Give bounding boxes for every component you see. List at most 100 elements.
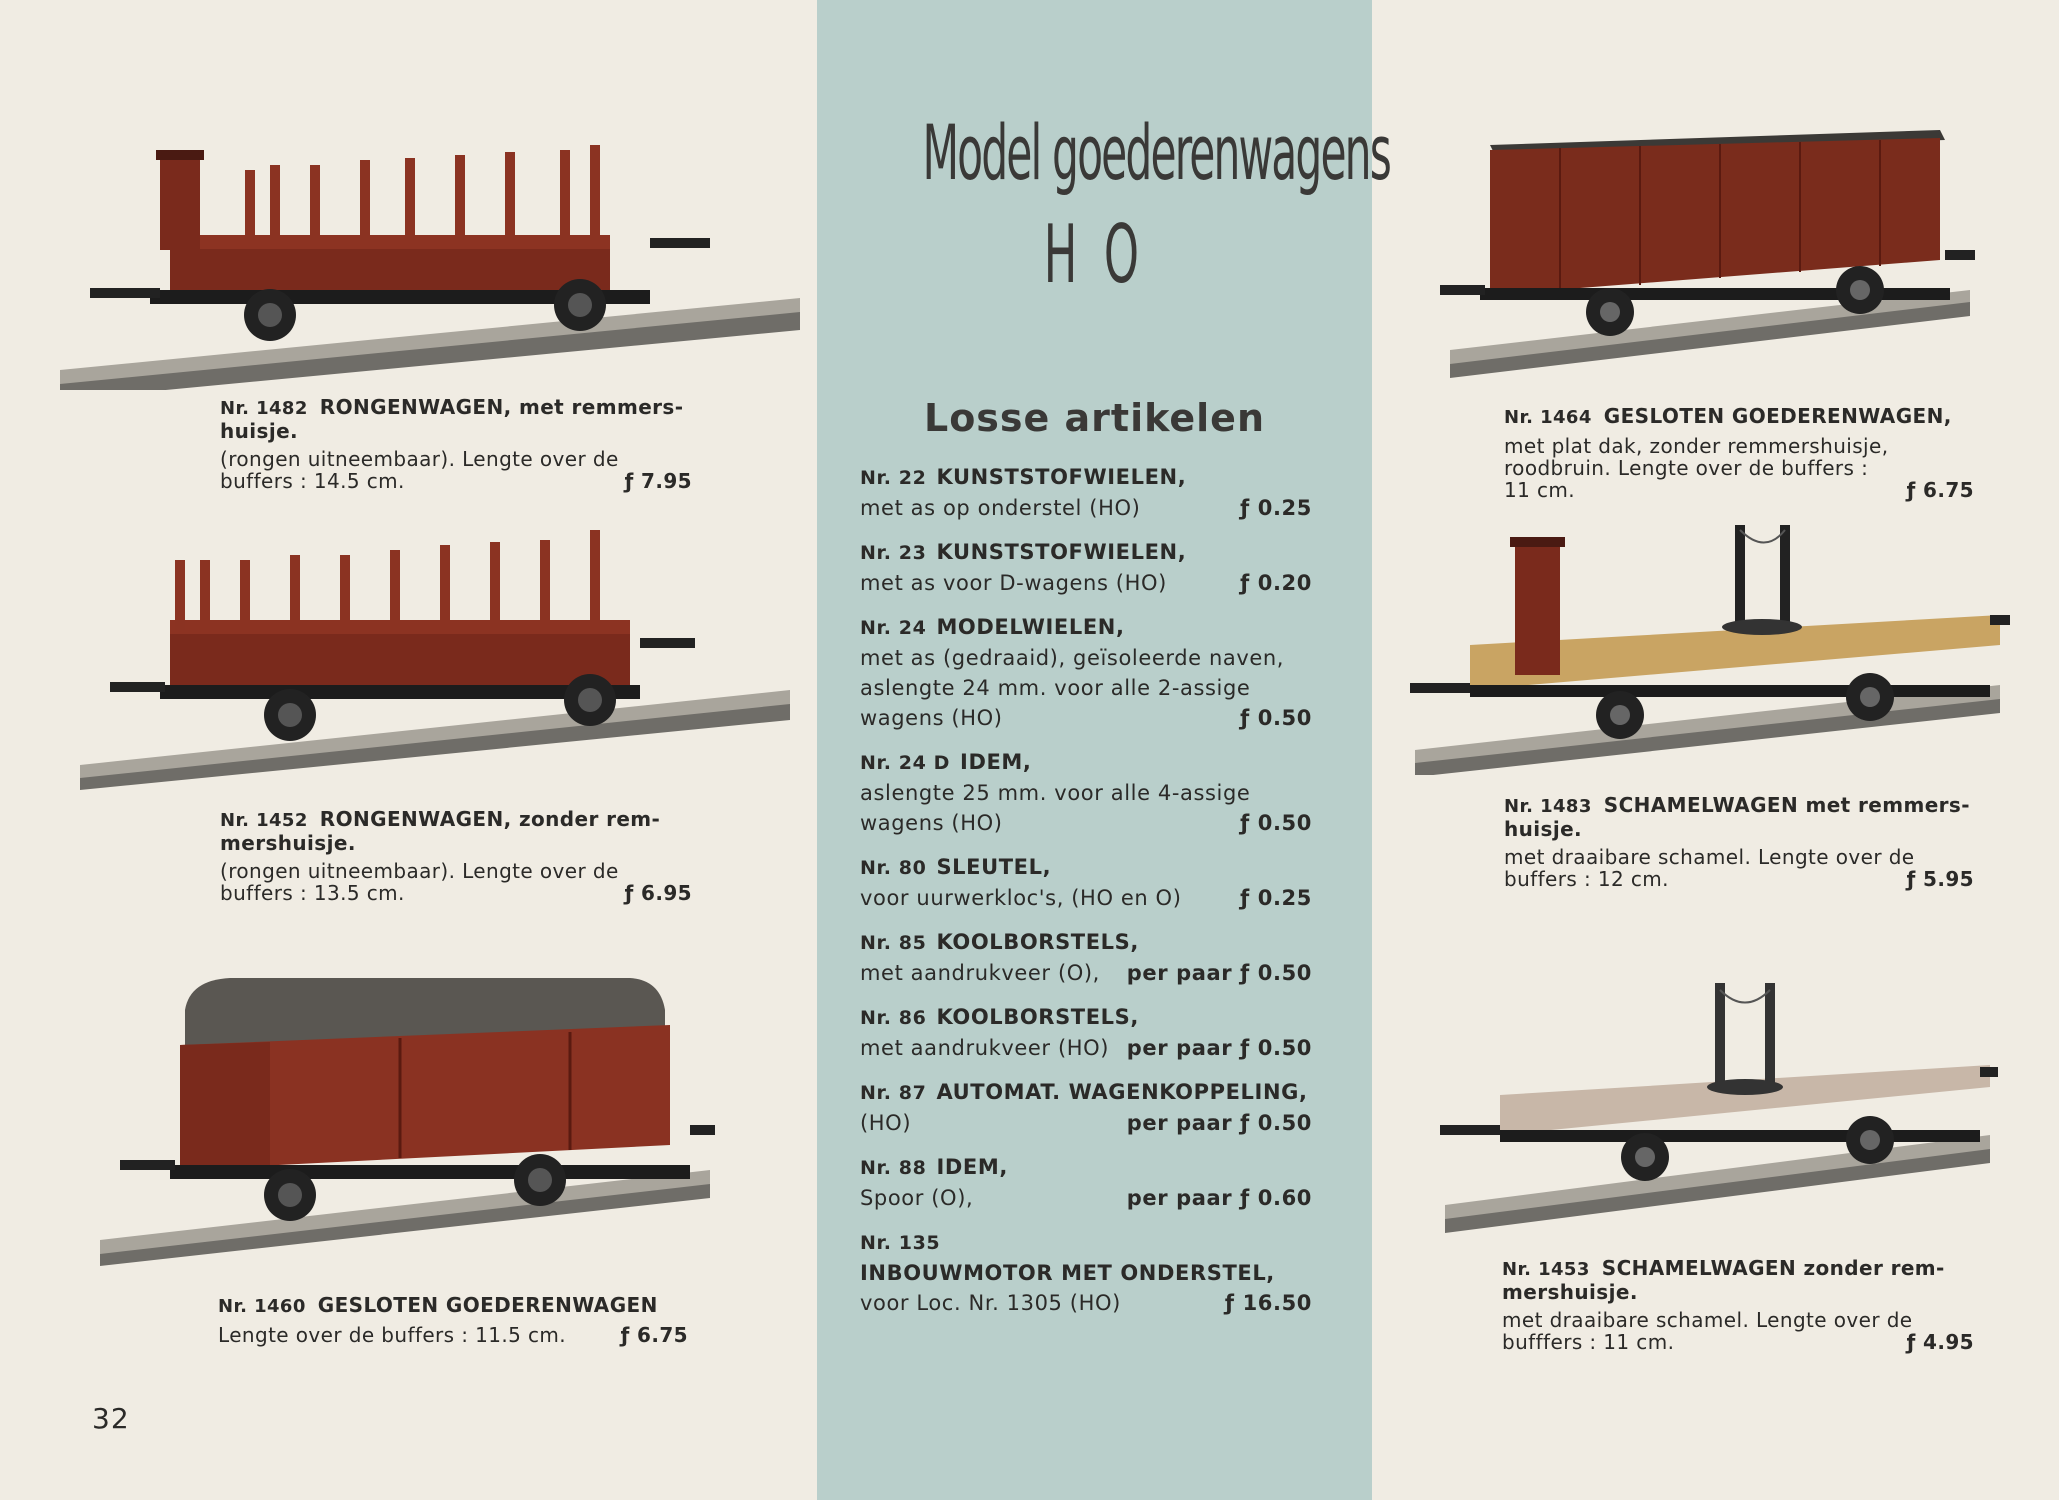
item-number: Nr. 1452: [220, 810, 308, 831]
item-desc: (rongen uitneembaar). Lengte over de: [220, 447, 619, 471]
page-title-line2: H O: [1043, 208, 1146, 301]
covered-wagon-flat-roof-image: [1440, 130, 1975, 378]
page-title-line1: Model goederenwagens: [922, 108, 1391, 197]
item-number: Nr. 80: [860, 857, 927, 879]
item-desc: voor Loc. Nr. 1305 (HO): [860, 1291, 1121, 1315]
list-item: Nr. 22 KUNSTSTOFWIELEN, met as op onderst…: [860, 462, 1312, 523]
item-number: Nr. 24: [860, 617, 927, 639]
item-desc: aslengte 25 mm. voor alle 4-assige: [860, 781, 1251, 805]
item-number: Nr. 86: [860, 1007, 927, 1029]
item-number: Nr. 1453: [1502, 1259, 1590, 1280]
bolster-wagon-image: [1440, 983, 1998, 1233]
list-item: Nr. 24 D IDEM, aslengte 25 mm. voor alle …: [860, 747, 1312, 838]
item-price: per paar ƒ 0.50: [1126, 1036, 1312, 1060]
item-number: Nr. 85: [860, 932, 927, 954]
item-name-cont: mershuisje.: [220, 831, 356, 855]
item-price: ƒ 0.25: [1240, 886, 1312, 910]
item-desc: voor uurwerkloc's, (HO en O): [860, 886, 1182, 910]
item-price: ƒ 5.95: [1906, 867, 1974, 891]
bolster-wagon-with-brakehut-image: [1410, 525, 2010, 775]
item-price: ƒ 6.95: [624, 881, 692, 905]
item-number: Nr. 135: [860, 1232, 941, 1254]
accessories-list: Nr. 22 KUNSTSTOFWIELEN, met as op onderst…: [860, 462, 1312, 1332]
item-price: per paar ƒ 0.50: [1126, 961, 1312, 985]
item-desc: met as (gedraaid), geïsoleerde naven,: [860, 646, 1285, 670]
list-item: Nr. 23 KUNSTSTOFWIELEN, met as voor D-wag…: [860, 537, 1312, 598]
item-name-cont: mershuisje.: [1502, 1280, 1638, 1304]
item-number: Nr. 88: [860, 1157, 927, 1179]
item-number: Nr. 1460: [218, 1296, 306, 1317]
covered-wagon-image: [100, 978, 715, 1266]
item-number: Nr. 23: [860, 542, 927, 564]
item-name: KOOLBORSTELS,: [936, 930, 1139, 954]
item-desc: Lengte over de buffers : 11.5 cm.: [218, 1323, 567, 1347]
item-name: GESLOTEN GOEDERENWAGEN: [317, 1293, 658, 1317]
item-desc: roodbruin. Lengte over de buffers :: [1504, 456, 1869, 480]
item-name: MODELWIELEN,: [936, 615, 1125, 639]
item-caption: Nr. 1452 RONGENWAGEN, zonder rem- mershui…: [220, 808, 692, 904]
item-name: SLEUTEL,: [936, 855, 1052, 879]
item-caption: Nr. 1464 GESLOTEN GOEDERENWAGEN, met plat…: [1504, 405, 1974, 501]
item-price: ƒ 0.50: [1240, 811, 1312, 835]
stake-wagon-with-brakehut-image: [60, 145, 800, 390]
item-name: KUNSTSTOFWIELEN,: [936, 465, 1187, 489]
item-price: ƒ 0.50: [1240, 706, 1312, 730]
item-caption: Nr. 1453 SCHAMELWAGEN zonder rem- mershui…: [1502, 1257, 1974, 1353]
item-name: SCHAMELWAGEN met remmers-: [1603, 793, 1970, 817]
item-desc: met as op onderstel (HO): [860, 496, 1141, 520]
item-price: ƒ 4.95: [1906, 1330, 1974, 1354]
item-number: Nr. 22: [860, 467, 927, 489]
item-desc: (rongen uitneembaar). Lengte over de: [220, 859, 619, 883]
list-item: Nr. 24 MODELWIELEN, met as (gedraaid), ge…: [860, 612, 1312, 733]
list-item: Nr. 80 SLEUTEL, voor uurwerkloc's, (HO en…: [860, 852, 1312, 913]
stake-wagon-image: [80, 530, 790, 790]
list-item: Nr. 85 KOOLBORSTELS, met aandrukveer (O),…: [860, 927, 1312, 988]
item-desc: wagens (HO): [860, 706, 1003, 730]
item-desc: met draaibare schamel. Lengte over de: [1504, 845, 1915, 869]
item-number: Nr. 87: [860, 1082, 927, 1104]
item-name: RONGENWAGEN, met remmers-: [319, 395, 684, 419]
item-desc: met as voor D-wagens (HO): [860, 571, 1167, 595]
item-name-cont: huisje.: [220, 419, 299, 443]
page-number: 32: [92, 1402, 130, 1435]
item-name: KUNSTSTOFWIELEN,: [936, 540, 1187, 564]
item-name: INBOUWMOTOR MET ONDERSTEL,: [860, 1261, 1275, 1285]
item-price: ƒ 16.50: [1224, 1291, 1312, 1315]
item-desc: met aandrukveer (HO): [860, 1036, 1110, 1060]
list-item: Nr. 135 INBOUWMOTOR MET ONDERSTEL, voor …: [860, 1227, 1312, 1318]
item-desc: (HO): [860, 1111, 912, 1135]
item-desc: aslengte 24 mm. voor alle 2-assige: [860, 676, 1251, 700]
item-desc: buffers : 14.5 cm.: [220, 469, 405, 493]
item-name: AUTOMAT. WAGENKOPPELING,: [936, 1080, 1308, 1104]
item-caption: Nr. 1483 SCHAMELWAGEN met remmers- huisje…: [1504, 794, 1974, 890]
item-name: RONGENWAGEN, zonder rem-: [319, 807, 661, 831]
item-name: KOOLBORSTELS,: [936, 1005, 1139, 1029]
item-number: Nr. 1482: [220, 398, 308, 419]
item-number: Nr. 1464: [1504, 407, 1592, 428]
item-price: ƒ 6.75: [1906, 478, 1974, 502]
item-price: ƒ 7.95: [624, 469, 692, 493]
item-desc: met plat dak, zonder remmershuisje,: [1504, 434, 1889, 458]
item-price: per paar ƒ 0.50: [1126, 1111, 1312, 1135]
center-column-background: [817, 0, 1372, 1500]
item-name: IDEM,: [960, 750, 1032, 774]
item-desc: bufffers : 11 cm.: [1502, 1330, 1675, 1354]
item-name-cont: huisje.: [1504, 817, 1583, 841]
item-desc: Spoor (O),: [860, 1186, 974, 1210]
item-caption: Nr. 1482 RONGENWAGEN, met remmers- huisje…: [220, 396, 692, 492]
item-desc: met draaibare schamel. Lengte over de: [1502, 1308, 1913, 1332]
item-name: IDEM,: [936, 1155, 1008, 1179]
item-desc: 11 cm.: [1504, 478, 1576, 502]
section-title: Losse artikelen: [923, 396, 1265, 440]
item-number: Nr. 1483: [1504, 796, 1592, 817]
list-item: Nr. 87 AUTOMAT. WAGENKOPPELING, (HO) per p…: [860, 1077, 1312, 1138]
item-name: SCHAMELWAGEN zonder rem-: [1601, 1256, 1945, 1280]
item-name: GESLOTEN GOEDERENWAGEN,: [1603, 404, 1952, 428]
item-desc: buffers : 13.5 cm.: [220, 881, 405, 905]
item-number: Nr. 24 D: [860, 752, 951, 774]
item-desc: buffers : 12 cm.: [1504, 867, 1669, 891]
item-desc: met aandrukveer (O),: [860, 961, 1100, 985]
item-caption: Nr. 1460 GESLOTEN GOEDERENWAGEN Lengte ov…: [218, 1294, 688, 1346]
